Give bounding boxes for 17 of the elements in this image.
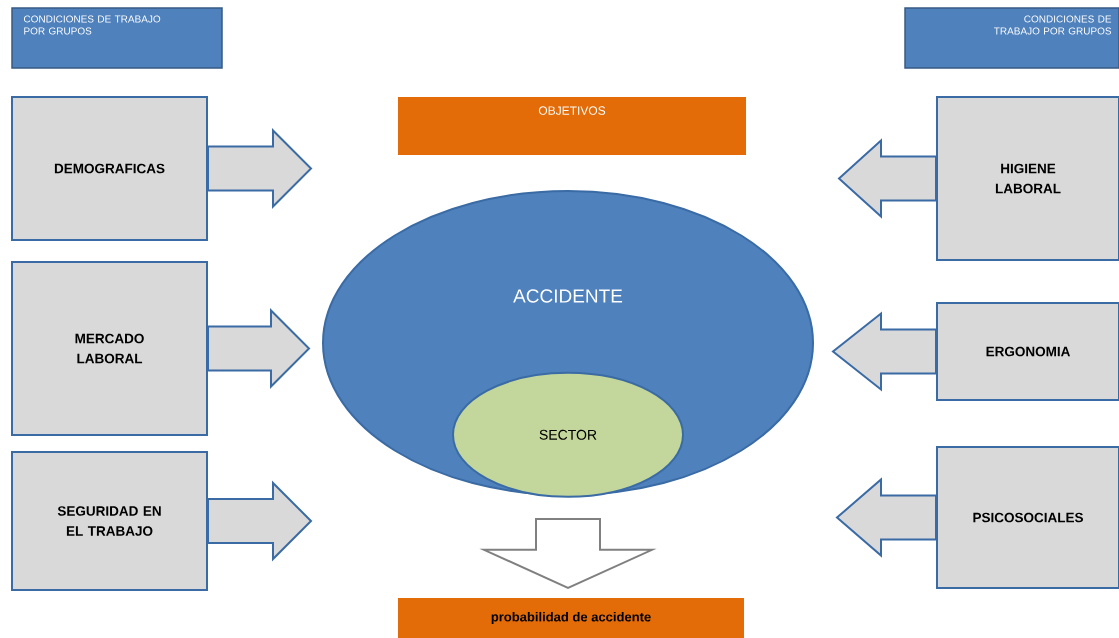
category-box: DEMOGRAFICAS — [11, 96, 208, 241]
header-box: CONDICIONES DE TRABAJO POR GRUPOS — [904, 7, 1119, 69]
category-box: ERGONOMIA — [936, 302, 1119, 401]
block-arrow — [837, 138, 937, 219]
block-arrow — [207, 308, 311, 389]
block-arrow — [831, 311, 937, 392]
block-arrow — [479, 518, 657, 589]
category-box: MERCADO LABORAL — [11, 261, 208, 436]
category-box: HIGIENE LABORAL — [936, 96, 1119, 261]
block-arrow — [207, 480, 313, 562]
category-box: SEGURIDAD EN EL TRABAJO — [11, 451, 208, 591]
block-arrow — [207, 128, 313, 209]
result-banner: probabilidad de accidente — [398, 598, 744, 638]
header-box: CONDICIONES DE TRABAJO POR GRUPOS — [11, 7, 223, 69]
objective-banner: OBJETIVOS — [398, 97, 746, 155]
block-arrow — [835, 477, 937, 558]
category-box: PSICOSOCIALES — [936, 446, 1119, 589]
